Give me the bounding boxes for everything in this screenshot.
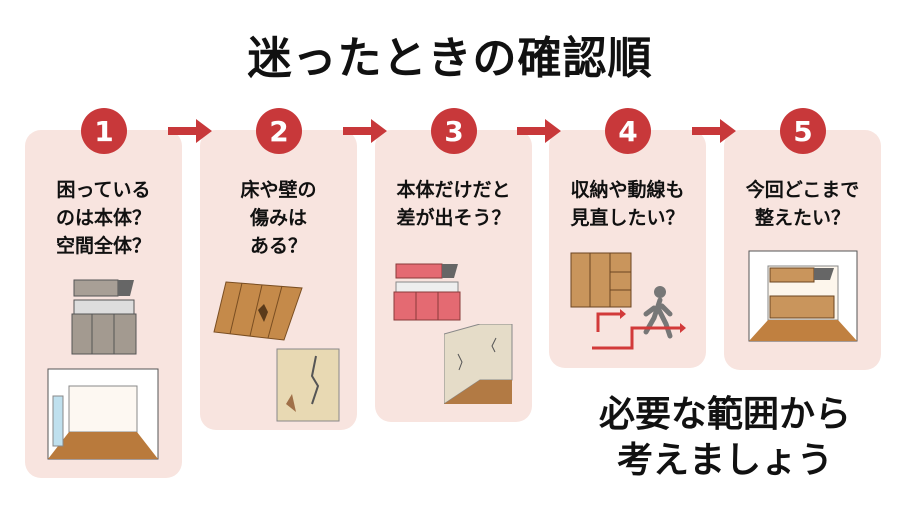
- closing-line: 考えましょう: [616, 440, 833, 481]
- step-question-1: 困っている のは本体？ 空間全体？: [25, 176, 182, 260]
- damaged-wall-icon: [276, 348, 340, 422]
- question-line: 床や壁の: [240, 179, 317, 201]
- pink-kitchen-icon: [393, 263, 461, 321]
- storage-cabinet-icon: [570, 252, 632, 308]
- arrow-right-icon: [517, 119, 561, 143]
- page-title: 迷ったときの確認順: [247, 33, 653, 84]
- question-line: 整えたい？: [754, 207, 850, 229]
- kitchen-unit-icon: [71, 279, 137, 355]
- damaged-floor-icon: [213, 281, 303, 341]
- question-line: 今回どこまで: [745, 179, 860, 201]
- question-line: 差が出そう？: [396, 207, 511, 229]
- kitchen-room-icon: [748, 250, 858, 342]
- arrow-right-icon: [168, 119, 212, 143]
- step-question-4: 収納や動線も 見直したい？: [549, 176, 706, 232]
- question-line: 傷みは: [249, 207, 307, 229]
- closing-message: 必要な範囲から 考えましょう: [560, 392, 890, 484]
- question-line: 困っている: [56, 179, 151, 201]
- step-number-5: 5: [780, 108, 826, 154]
- step-number-2: 2: [256, 108, 302, 154]
- arrow-right-icon: [692, 119, 736, 143]
- step-number-3: 3: [431, 108, 477, 154]
- step-question-3: 本体だけだと 差が出そう？: [375, 176, 532, 232]
- step-question-2: 床や壁の 傷みは ある？: [200, 176, 357, 260]
- walking-route-icon: [592, 286, 686, 350]
- question-line: のは本体？: [55, 207, 151, 229]
- question-line: 見直したい？: [570, 207, 685, 229]
- question-line: ある？: [249, 235, 307, 257]
- question-line: 空間全体？: [55, 235, 151, 257]
- step-question-5: 今回どこまで 整えたい？: [724, 176, 881, 232]
- question-line: 本体だけだと: [396, 179, 511, 201]
- step-number-1: 1: [81, 108, 127, 154]
- step-number-4: 4: [605, 108, 651, 154]
- closing-line: 必要な範囲から: [598, 394, 851, 435]
- cracked-wall-corner-icon: [444, 324, 513, 404]
- empty-room-icon: [47, 368, 159, 460]
- arrow-right-icon: [343, 119, 387, 143]
- question-line: 収納や動線も: [570, 179, 685, 201]
